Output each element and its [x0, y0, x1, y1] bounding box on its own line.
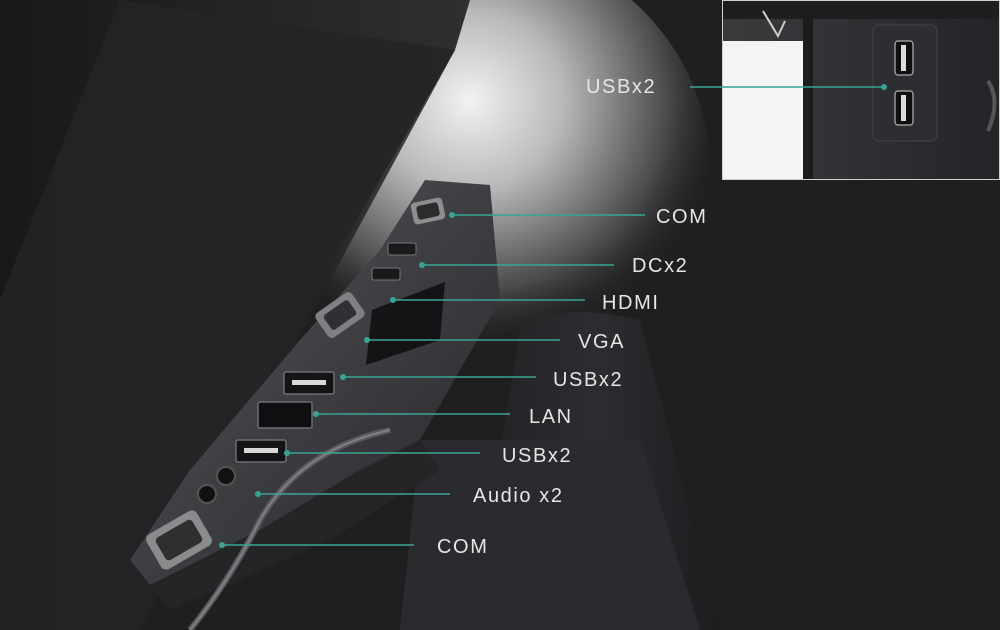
inset-photo [722, 0, 1000, 180]
callout-dot-vga [364, 337, 370, 343]
callout-dot-dc [419, 262, 425, 268]
label-com-bottom: COM [437, 536, 489, 558]
label-dc: DCx2 [632, 255, 689, 277]
label-audio: Audio x2 [473, 485, 564, 507]
callout-dots [219, 212, 455, 548]
label-usb-2: USBx2 [502, 445, 573, 467]
label-inset-usb: USBx2 [586, 76, 657, 98]
callout-dot-usb-2 [284, 450, 290, 456]
callout-dot-com-top [449, 212, 455, 218]
callout-dot-hdmi [390, 297, 396, 303]
label-com-top: COM [656, 206, 708, 228]
label-hdmi: HDMI [602, 292, 660, 314]
callout-lines [222, 214, 645, 546]
label-lan: LAN [529, 406, 573, 428]
label-usb-1: USBx2 [553, 369, 624, 391]
callout-dot-com-bottom [219, 542, 225, 548]
callout-dot-inset-usb [881, 84, 887, 90]
callout-dot-audio [255, 491, 261, 497]
callout-dot-usb-1 [340, 374, 346, 380]
label-vga: VGA [578, 331, 626, 353]
callout-dot-lan [313, 411, 319, 417]
